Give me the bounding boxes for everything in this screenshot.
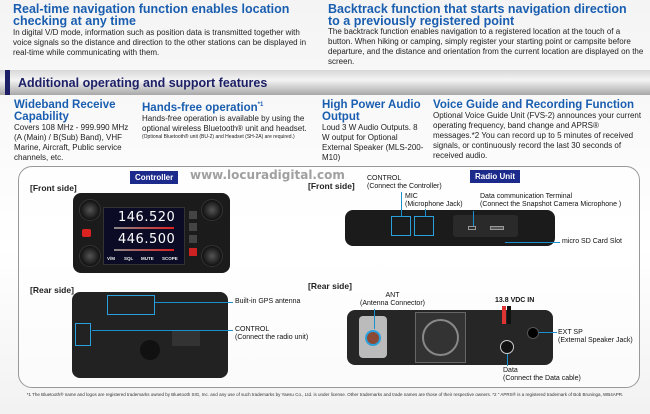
feature-handsfree: Hands-free operation*1 Hands-free operat… xyxy=(142,99,314,140)
ext-sp-label: EXT SP(External Speaker Jack) xyxy=(558,329,633,344)
feature-body: Optional Voice Guide Unit (FVS-2) announ… xyxy=(433,111,642,160)
mic-label: MIC(Microphone Jack) xyxy=(405,193,463,208)
top-right-title: Backtrack function that starts navigatio… xyxy=(328,2,627,28)
softkey: V/M xyxy=(107,256,116,261)
feature-note: (Optional Bluetooth® unit (BU-2) and Hea… xyxy=(142,133,295,140)
watermark: www.locuradigital.com xyxy=(190,168,345,182)
feature-voice: Voice Guide and Recording Function Optio… xyxy=(433,99,646,161)
softkey: SCOPE xyxy=(162,256,178,261)
controller-badge: Controller xyxy=(130,171,179,184)
knob-icon xyxy=(201,245,223,267)
radio-front-image xyxy=(345,210,555,246)
ant-label: ANT(Antenna Connector) xyxy=(360,292,425,307)
control-port-highlight xyxy=(75,323,91,346)
ptt-button xyxy=(82,229,91,237)
feature-body: Covers 108 MHz - 999.990 MHz (A (Main) /… xyxy=(14,123,129,162)
radio-unit-badge: Radio Unit xyxy=(470,170,520,183)
feature-body: Hands-free operation is available by usi… xyxy=(142,113,307,133)
feature-audio: High Power Audio Output Loud 3 W Audio O… xyxy=(322,99,426,163)
top-left-title: Real-time navigation function enables lo… xyxy=(13,2,290,28)
top-right-body: The backtrack function enables navigatio… xyxy=(328,27,644,66)
feature-title: High Power Audio Output xyxy=(322,99,421,123)
softkey: SQL xyxy=(124,256,134,261)
feature-title: Hands-free operation xyxy=(142,101,258,114)
controller-front-image: 146.520 446.500 V/M SQL MUTE SCOPE xyxy=(73,193,230,273)
radio-control-label: CONTROL(Connect the Controller) xyxy=(367,175,442,190)
controller-front-label: [Front side] xyxy=(30,183,77,193)
radio-rear-label: [Rear side] xyxy=(308,281,352,291)
display-screen: 146.520 446.500 V/M SQL MUTE SCOPE xyxy=(103,207,185,265)
fan-icon xyxy=(415,312,466,363)
banner-accent xyxy=(5,70,10,95)
knob-icon xyxy=(201,199,223,221)
freq-a: 146.520 xyxy=(118,210,176,225)
footnote-ref: *1 xyxy=(257,102,264,108)
radio-front-label: [Front side] xyxy=(308,181,355,191)
controller-control-label: CONTROL(Connect the radio unit) xyxy=(235,326,309,341)
feature-title: Voice Guide and Recording Function xyxy=(433,99,635,111)
control-port-highlight xyxy=(391,216,411,236)
freq-b: 446.500 xyxy=(118,232,176,247)
gps-antenna-label: Built-in GPS antenna xyxy=(235,298,301,305)
data-port-label: Data(Connect the Data cable) xyxy=(503,367,581,382)
feature-wideband: Wideband Receive Capability Covers 108 M… xyxy=(14,99,132,163)
top-left-body: In digital V/D mode, information such as… xyxy=(13,28,307,57)
mic-port-highlight xyxy=(414,216,434,236)
feature-body: Loud 3 W Audio Outputs. 8 W output for O… xyxy=(322,123,424,162)
controller-rear-image xyxy=(72,292,228,378)
sd-slot-label: micro SD Card Slot xyxy=(562,238,622,245)
section-title: Additional operating and support feature… xyxy=(18,76,268,90)
knob-icon xyxy=(79,245,101,267)
knob-icon xyxy=(79,199,101,221)
footnote: *1 The Bluetooth® name and logos are reg… xyxy=(26,392,624,397)
feature-title: Wideband Receive Capability xyxy=(14,99,116,123)
data-terminal-label: Data communication Terminal(Connect the … xyxy=(480,193,622,208)
gps-antenna-highlight xyxy=(107,295,155,315)
radio-rear-image xyxy=(347,306,553,365)
controller-rear-label: [Rear side] xyxy=(30,285,74,295)
softkey: MUTE xyxy=(141,256,154,261)
dc-in-label: 13.8 VDC IN xyxy=(495,297,535,304)
section-banner: Additional operating and support feature… xyxy=(0,70,650,95)
